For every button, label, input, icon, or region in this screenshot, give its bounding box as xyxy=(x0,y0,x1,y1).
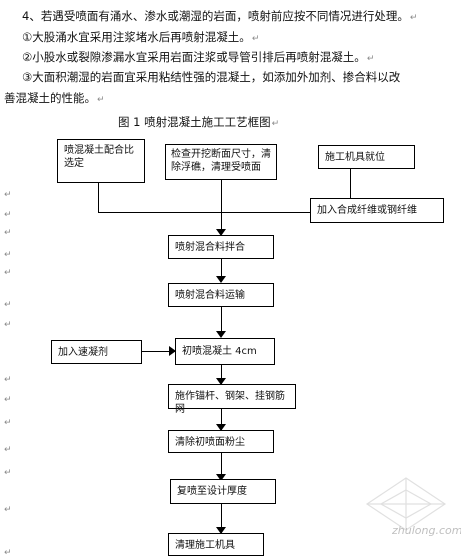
figure-caption: 图 1 喷射混凝土施工工艺框图↵ xyxy=(118,114,279,130)
return-mark-icon: ↵ xyxy=(4,395,12,405)
flow-box-clear-dust-text: 清除初喷面粉尘 xyxy=(175,437,245,448)
connector-line xyxy=(141,351,175,352)
flow-box-initial-spray-text: 初喷混凝土 4cm xyxy=(182,346,257,357)
connector-line xyxy=(98,182,99,212)
arrow-icon xyxy=(216,276,226,283)
watermark-text: zhulong.com xyxy=(392,524,461,537)
return-mark-icon: ↵ xyxy=(97,95,105,105)
connector-line xyxy=(221,306,222,336)
flow-box-mixing: 喷射混合料拌合 xyxy=(168,235,274,259)
arrow-icon xyxy=(216,424,226,431)
flow-box-mix-design-text: 喷混凝土配合比选定 xyxy=(64,145,134,169)
flow-box-mix-design: 喷混凝土配合比选定 xyxy=(57,139,145,183)
flow-box-cleanup: 清理施工机具 xyxy=(168,533,264,556)
flow-box-cleanup-text: 清理施工机具 xyxy=(175,540,235,551)
flow-box-add-fiber-text: 加入合成纤维或钢纤维 xyxy=(317,205,417,216)
return-mark-icon: ↵ xyxy=(4,375,12,385)
connector-line xyxy=(221,452,222,479)
return-mark-icon: ↵ xyxy=(366,54,375,64)
paragraph-3: ②小股水或裂隙渗漏水宜采用岩面注浆或导管引排后再喷射混凝土。↵ xyxy=(22,49,374,67)
flow-box-initial-spray: 初喷混凝土 4cm xyxy=(175,338,275,365)
figure-caption-text: 图 1 喷射混凝土施工工艺框图 xyxy=(118,115,271,129)
watermark-logo-icon xyxy=(365,477,447,531)
flow-box-inspect-surface: 检查开挖断面尺寸，清除浮礁，清理受喷面 xyxy=(165,144,277,180)
return-mark-icon: ↵ xyxy=(251,34,260,44)
arrow-icon xyxy=(216,527,226,534)
arrow-icon xyxy=(216,474,226,481)
arrow-icon xyxy=(169,346,176,356)
connector-line xyxy=(221,364,222,384)
paragraph-4-cont: 善混凝土的性能。↵ xyxy=(4,90,105,108)
return-mark-icon: ↵ xyxy=(4,210,12,220)
flow-box-mixing-text: 喷射混合料拌合 xyxy=(175,242,245,253)
connector-line xyxy=(221,179,222,234)
flow-box-anchors: 施作锚杆、钢架、挂钢筋网 xyxy=(168,384,296,415)
flow-box-add-fiber: 加入合成纤维或钢纤维 xyxy=(310,198,444,223)
return-mark-icon: ↵ xyxy=(4,548,12,558)
flow-box-inspect-surface-text: 检查开挖断面尺寸，清除浮礁，清理受喷面 xyxy=(171,149,271,173)
connector-line xyxy=(98,212,310,213)
return-mark-icon: ↵ xyxy=(4,418,12,428)
flow-box-respray: 复喷至设计厚度 xyxy=(170,479,276,504)
paragraph-1-text: 4、若遇受喷面有涌水、渗水或潮湿的岩面，喷射前应按不同情况进行处理。 xyxy=(22,9,409,23)
paragraph-4-text: ③大面积潮湿的岩面宜采用粘结性强的混凝土，如添加外加剂、掺合料以改 xyxy=(22,70,401,84)
return-mark-icon: ↵ xyxy=(4,505,12,515)
flow-box-anchors-text: 施作锚杆、钢架、挂钢筋网 xyxy=(175,391,285,415)
return-mark-icon: ↵ xyxy=(4,468,12,478)
flow-box-equipment-ready: 施工机具就位 xyxy=(318,145,415,169)
paragraph-2-text: ①大股涌水宜采用注浆堵水后再喷射混凝土。 xyxy=(22,30,251,44)
return-mark-icon: ↵ xyxy=(4,445,12,455)
paragraph-2: ①大股涌水宜采用注浆堵水后再喷射混凝土。↵ xyxy=(22,29,259,47)
connector-line xyxy=(221,408,222,430)
arrow-icon xyxy=(216,229,226,236)
connector-line xyxy=(350,168,351,198)
return-mark-icon: ↵ xyxy=(4,268,12,278)
return-mark-icon: ↵ xyxy=(4,300,12,310)
flow-box-transport-text: 喷射混合料运输 xyxy=(175,290,245,301)
arrow-icon xyxy=(216,378,226,385)
return-mark-icon: ↵ xyxy=(4,190,12,200)
connector-line xyxy=(221,503,222,533)
flow-box-equipment-ready-text: 施工机具就位 xyxy=(325,152,385,163)
paragraph-1: 4、若遇受喷面有涌水、渗水或潮湿的岩面，喷射前应按不同情况进行处理。↵ xyxy=(22,8,417,26)
return-mark-icon: ↵ xyxy=(271,119,280,129)
return-mark-icon: ↵ xyxy=(409,13,418,23)
arrow-icon xyxy=(216,331,226,338)
flow-box-accelerator: 加入速凝剂 xyxy=(51,340,142,364)
flow-box-accelerator-text: 加入速凝剂 xyxy=(58,347,108,358)
paragraph-4: ③大面积潮湿的岩面宜采用粘结性强的混凝土，如添加外加剂、掺合料以改 xyxy=(22,69,400,85)
return-mark-icon: ↵ xyxy=(4,250,12,260)
paragraph-3-text: ②小股水或裂隙渗漏水宜采用岩面注浆或导管引排后再喷射混凝土。 xyxy=(22,50,366,64)
connector-line xyxy=(221,258,222,278)
flow-box-transport: 喷射混合料运输 xyxy=(168,283,274,307)
return-mark-icon: ↵ xyxy=(4,228,12,238)
flow-box-clear-dust: 清除初喷面粉尘 xyxy=(168,430,274,453)
flow-box-respray-text: 复喷至设计厚度 xyxy=(177,486,247,497)
paragraph-4-cont-text: 善混凝土的性能。 xyxy=(4,91,96,105)
return-mark-icon: ↵ xyxy=(4,320,12,330)
